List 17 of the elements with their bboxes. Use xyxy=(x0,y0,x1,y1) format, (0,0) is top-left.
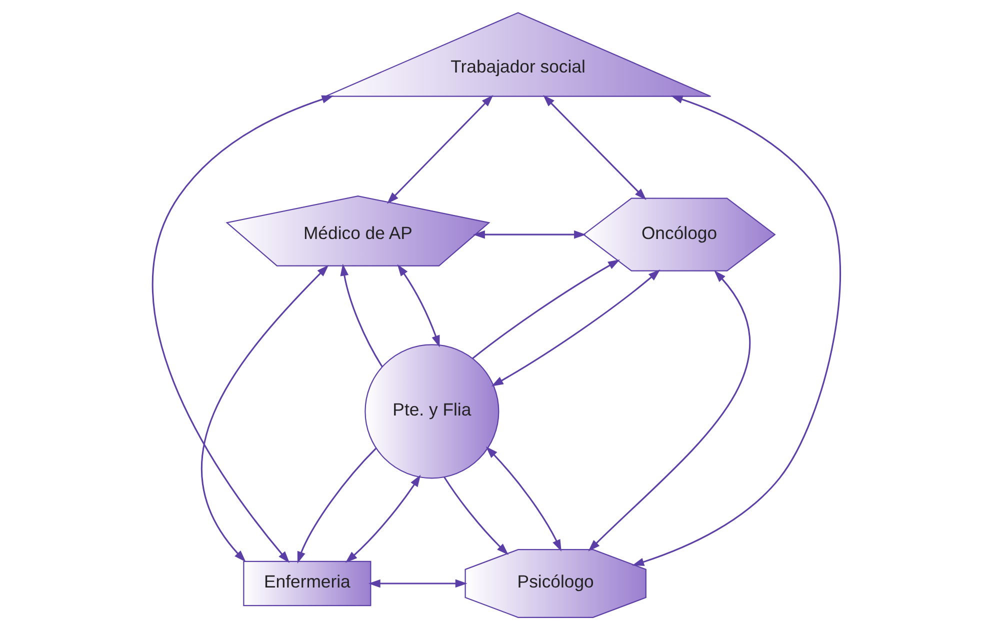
arrow xyxy=(152,95,334,564)
arrow xyxy=(472,260,620,359)
arrow xyxy=(340,264,382,368)
arrow xyxy=(485,446,561,552)
arrow xyxy=(542,94,646,200)
arrow xyxy=(368,579,467,588)
arrow xyxy=(443,476,508,555)
arrow xyxy=(386,94,493,204)
arrow xyxy=(296,448,376,564)
arrow xyxy=(490,270,660,386)
node-box: Enfermeria xyxy=(242,560,371,606)
arrow xyxy=(344,474,420,563)
arrow xyxy=(588,270,750,552)
arrow xyxy=(632,95,840,566)
arrow xyxy=(396,264,440,348)
arrow xyxy=(472,230,586,239)
arrow xyxy=(200,264,328,562)
